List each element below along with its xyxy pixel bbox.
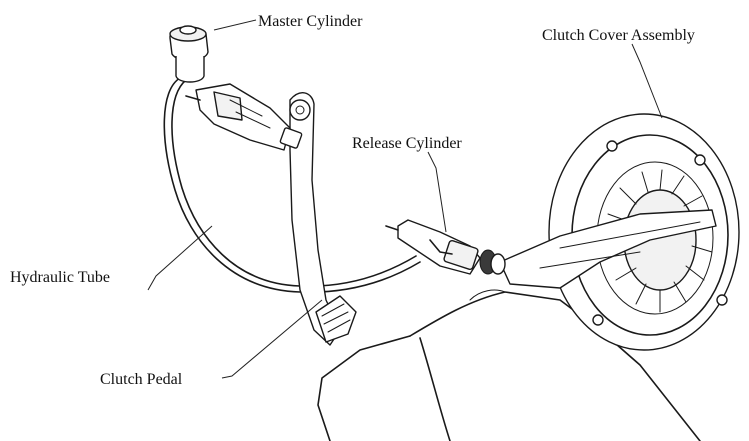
label-release-cylinder: Release Cylinder — [352, 135, 462, 152]
leader-clutch-cover — [632, 44, 662, 118]
master-cylinder — [170, 26, 302, 150]
label-master-cylinder: Master Cylinder — [258, 13, 363, 30]
leader-master-cylinder — [214, 20, 256, 30]
leader-release-cylinder — [428, 152, 446, 232]
leader-hydraulic-tube — [148, 226, 212, 290]
label-clutch-pedal: Clutch Pedal — [100, 371, 183, 388]
label-hydraulic-tube: Hydraulic Tube — [10, 269, 110, 286]
clutch-pedal — [290, 93, 356, 345]
label-clutch-cover-assembly: Clutch Cover Assembly — [542, 27, 695, 44]
